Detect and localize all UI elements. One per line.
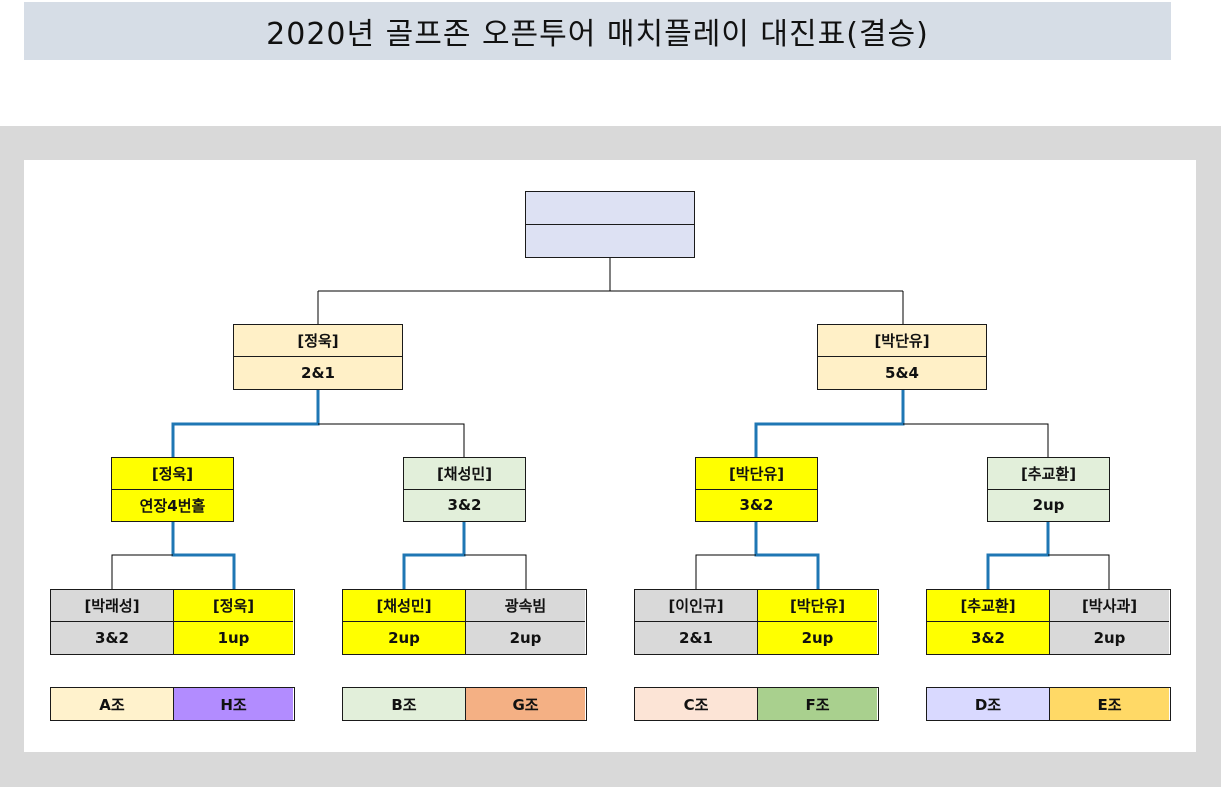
first-round-1-left-name: [박래성]: [51, 590, 173, 622]
connector-q2-loser: [464, 554, 527, 589]
page-title: 2020년 골프존 오픈투어 매치플레이 대진표(결승): [266, 17, 929, 52]
first-round-3-right: [박단유] 2up: [758, 590, 877, 654]
first-round-2-right-name: 광속빔: [466, 590, 585, 622]
first-round-2-left: [채성민] 2up: [343, 590, 466, 654]
connector-q3-loser: [695, 554, 756, 589]
first-round-3-left-score: 2&1: [679, 629, 713, 647]
title-bar: 2020년 골프존 오픈투어 매치플레이 대진표(결승): [24, 2, 1171, 60]
connector-semi-left-loser: [318, 423, 465, 457]
quarter-box-1: [정욱] 연장4번홀: [111, 457, 234, 522]
first-round-pair-2: [채성민] 2up 광속빔 2up: [342, 589, 587, 655]
final-score: [526, 225, 694, 258]
quarter-2-name: [채성민]: [404, 458, 525, 490]
first-round-4-left: [추교환] 3&2: [927, 590, 1050, 654]
first-round-4-right: [박사과] 2up: [1050, 590, 1169, 654]
first-round-3-left-name: [이인규]: [635, 590, 757, 622]
first-round-1-right-score: 1up: [217, 629, 250, 647]
first-round-4-right-name: [박사과]: [1050, 590, 1169, 622]
connector-semi-right-winner: [754, 390, 905, 457]
group-label-g: G조: [466, 688, 585, 720]
quarter-1-score: 연장4번홀: [139, 496, 206, 515]
connector-q1-loser: [111, 554, 173, 589]
first-round-4-right-score: 2up: [1093, 629, 1126, 647]
quarter-4-name: [추교환]: [988, 458, 1109, 490]
connector-q4-loser: [1048, 554, 1110, 589]
final-box: [525, 191, 695, 258]
group-label-a: A조: [51, 688, 174, 720]
first-round-1-right: [정욱] 1up: [174, 590, 293, 654]
first-round-1-left: [박래성] 3&2: [51, 590, 174, 654]
first-round-2-right: 광속빔 2up: [466, 590, 585, 654]
semi-left-name: [정욱]: [234, 325, 402, 357]
semi-right-score: 5&4: [885, 364, 919, 382]
group-pair-1: A조 H조: [50, 687, 295, 721]
group-pair-4: D조 E조: [926, 687, 1171, 721]
first-round-pair-4: [추교환] 3&2 [박사과] 2up: [926, 589, 1171, 655]
first-round-pair-3: [이인규] 2&1 [박단유] 2up: [634, 589, 879, 655]
quarter-4-score: 2up: [1032, 496, 1065, 515]
first-round-2-right-score: 2up: [509, 629, 542, 647]
group-pair-3: C조 F조: [634, 687, 879, 721]
semi-left-score: 2&1: [301, 364, 335, 382]
first-round-2-left-name: [채성민]: [343, 590, 465, 622]
quarter-2-score: 3&2: [447, 496, 482, 515]
semi-box-right: [박단유] 5&4: [817, 324, 987, 390]
connector-q3-winner: [754, 522, 820, 589]
group-label-c: C조: [635, 688, 758, 720]
first-round-pair-1: [박래성] 3&2 [정욱] 1up: [50, 589, 295, 655]
quarter-box-3: [박단유] 3&2: [695, 457, 818, 522]
first-round-2-left-score: 2up: [388, 629, 420, 647]
group-label-h: H조: [174, 688, 293, 720]
quarter-box-4: [추교환] 2up: [987, 457, 1110, 522]
connector-q2-winner: [402, 522, 466, 589]
quarter-3-score: 3&2: [739, 496, 774, 515]
first-round-3-right-score: 2up: [801, 629, 834, 647]
first-round-3-right-name: [박단유]: [758, 590, 877, 622]
connector-q1-winner: [171, 522, 236, 589]
semi-right-name: [박단유]: [818, 325, 986, 357]
group-pair-2: B조 G조: [342, 687, 587, 721]
first-round-4-left-name: [추교환]: [927, 590, 1049, 622]
group-label-f: F조: [758, 688, 877, 720]
semi-box-left: [정욱] 2&1: [233, 324, 403, 390]
quarter-3-name: [박단유]: [696, 458, 817, 490]
group-label-e: E조: [1050, 688, 1169, 720]
connector-semi-right-loser: [903, 423, 1049, 457]
first-round-3-left: [이인규] 2&1: [635, 590, 758, 654]
group-label-b: B조: [343, 688, 466, 720]
first-round-1-left-score: 3&2: [95, 629, 129, 647]
group-label-d: D조: [927, 688, 1050, 720]
first-round-1-right-name: [정욱]: [174, 590, 293, 622]
first-round-4-left-score: 3&2: [971, 629, 1005, 647]
quarter-box-2: [채성민] 3&2: [403, 457, 526, 522]
final-name: [526, 192, 694, 225]
connector-semi-left-winner: [171, 390, 320, 457]
quarter-1-name: [정욱]: [112, 458, 233, 490]
connector-q4-winner: [986, 522, 1050, 589]
